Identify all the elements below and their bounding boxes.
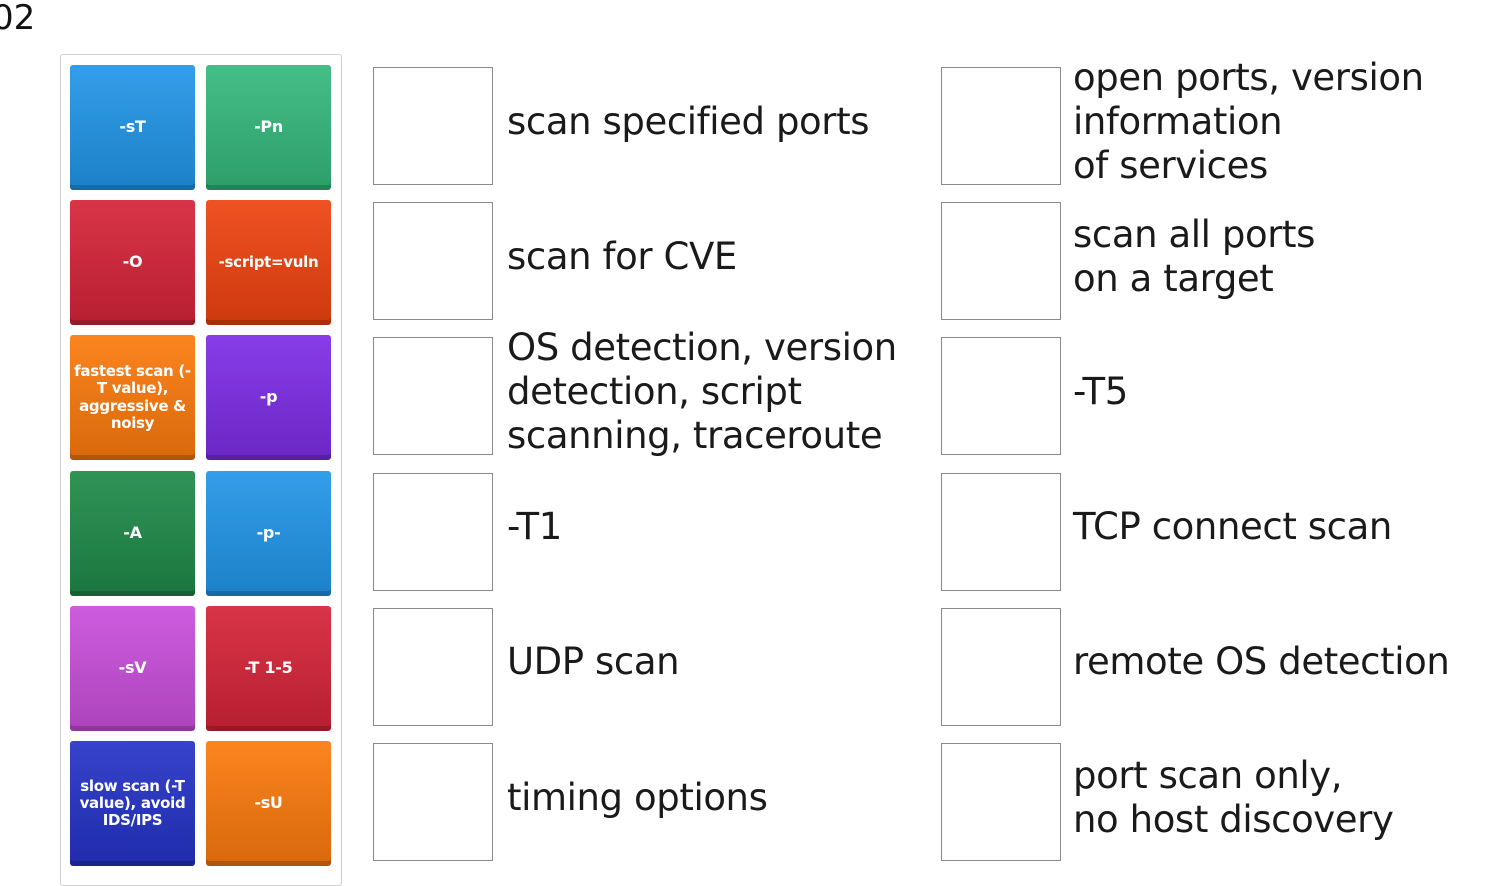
description-left-5: UDP scan	[507, 640, 680, 683]
drop-slot-right-1[interactable]	[941, 67, 1061, 185]
tile-p-dash[interactable]: -p-	[206, 471, 331, 596]
description-right-4: TCP connect scan	[1073, 505, 1392, 548]
drop-slot-right-5[interactable]	[941, 608, 1061, 726]
tile-sT[interactable]: -sT	[70, 65, 195, 190]
description-left-3: OS detection, version detection, script …	[507, 326, 897, 457]
description-right-3: -T5	[1073, 370, 1128, 413]
tile-sV[interactable]: -sV	[70, 606, 195, 731]
description-left-2: scan for CVE	[507, 235, 737, 278]
description-right-6: port scan only, no host discovery	[1073, 754, 1394, 841]
description-right-2: scan all ports on a target	[1073, 213, 1316, 300]
tile-slow-scan[interactable]: slow scan (-T value), avoid IDS/IPS	[70, 741, 195, 866]
tile-fastest-scan[interactable]: fastest scan (-T value), aggressive & no…	[70, 335, 195, 460]
drop-slot-left-1[interactable]	[373, 67, 493, 185]
drop-slot-left-2[interactable]	[373, 202, 493, 320]
page-number: 02	[0, 0, 36, 38]
drop-slot-right-4[interactable]	[941, 473, 1061, 591]
tile-T-range[interactable]: -T 1-5	[206, 606, 331, 731]
description-left-1: scan specified ports	[507, 100, 870, 143]
drop-slot-right-3[interactable]	[941, 337, 1061, 455]
description-left-4: -T1	[507, 505, 562, 548]
tile-A[interactable]: -A	[70, 471, 195, 596]
tile-script-vuln[interactable]: -script=vuln	[206, 200, 331, 325]
drop-slot-left-4[interactable]	[373, 473, 493, 591]
tile-Pn[interactable]: -Pn	[206, 65, 331, 190]
drop-slot-left-6[interactable]	[373, 743, 493, 861]
tile-sU[interactable]: -sU	[206, 741, 331, 866]
drop-slot-left-5[interactable]	[373, 608, 493, 726]
drop-slot-left-3[interactable]	[373, 337, 493, 455]
tile-p[interactable]: -p	[206, 335, 331, 460]
description-right-1: open ports, version information of servi…	[1073, 56, 1424, 187]
description-right-5: remote OS detection	[1073, 640, 1450, 683]
drop-slot-right-2[interactable]	[941, 202, 1061, 320]
drop-slot-right-6[interactable]	[941, 743, 1061, 861]
description-left-6: timing options	[507, 776, 768, 819]
tile-O[interactable]: -O	[70, 200, 195, 325]
